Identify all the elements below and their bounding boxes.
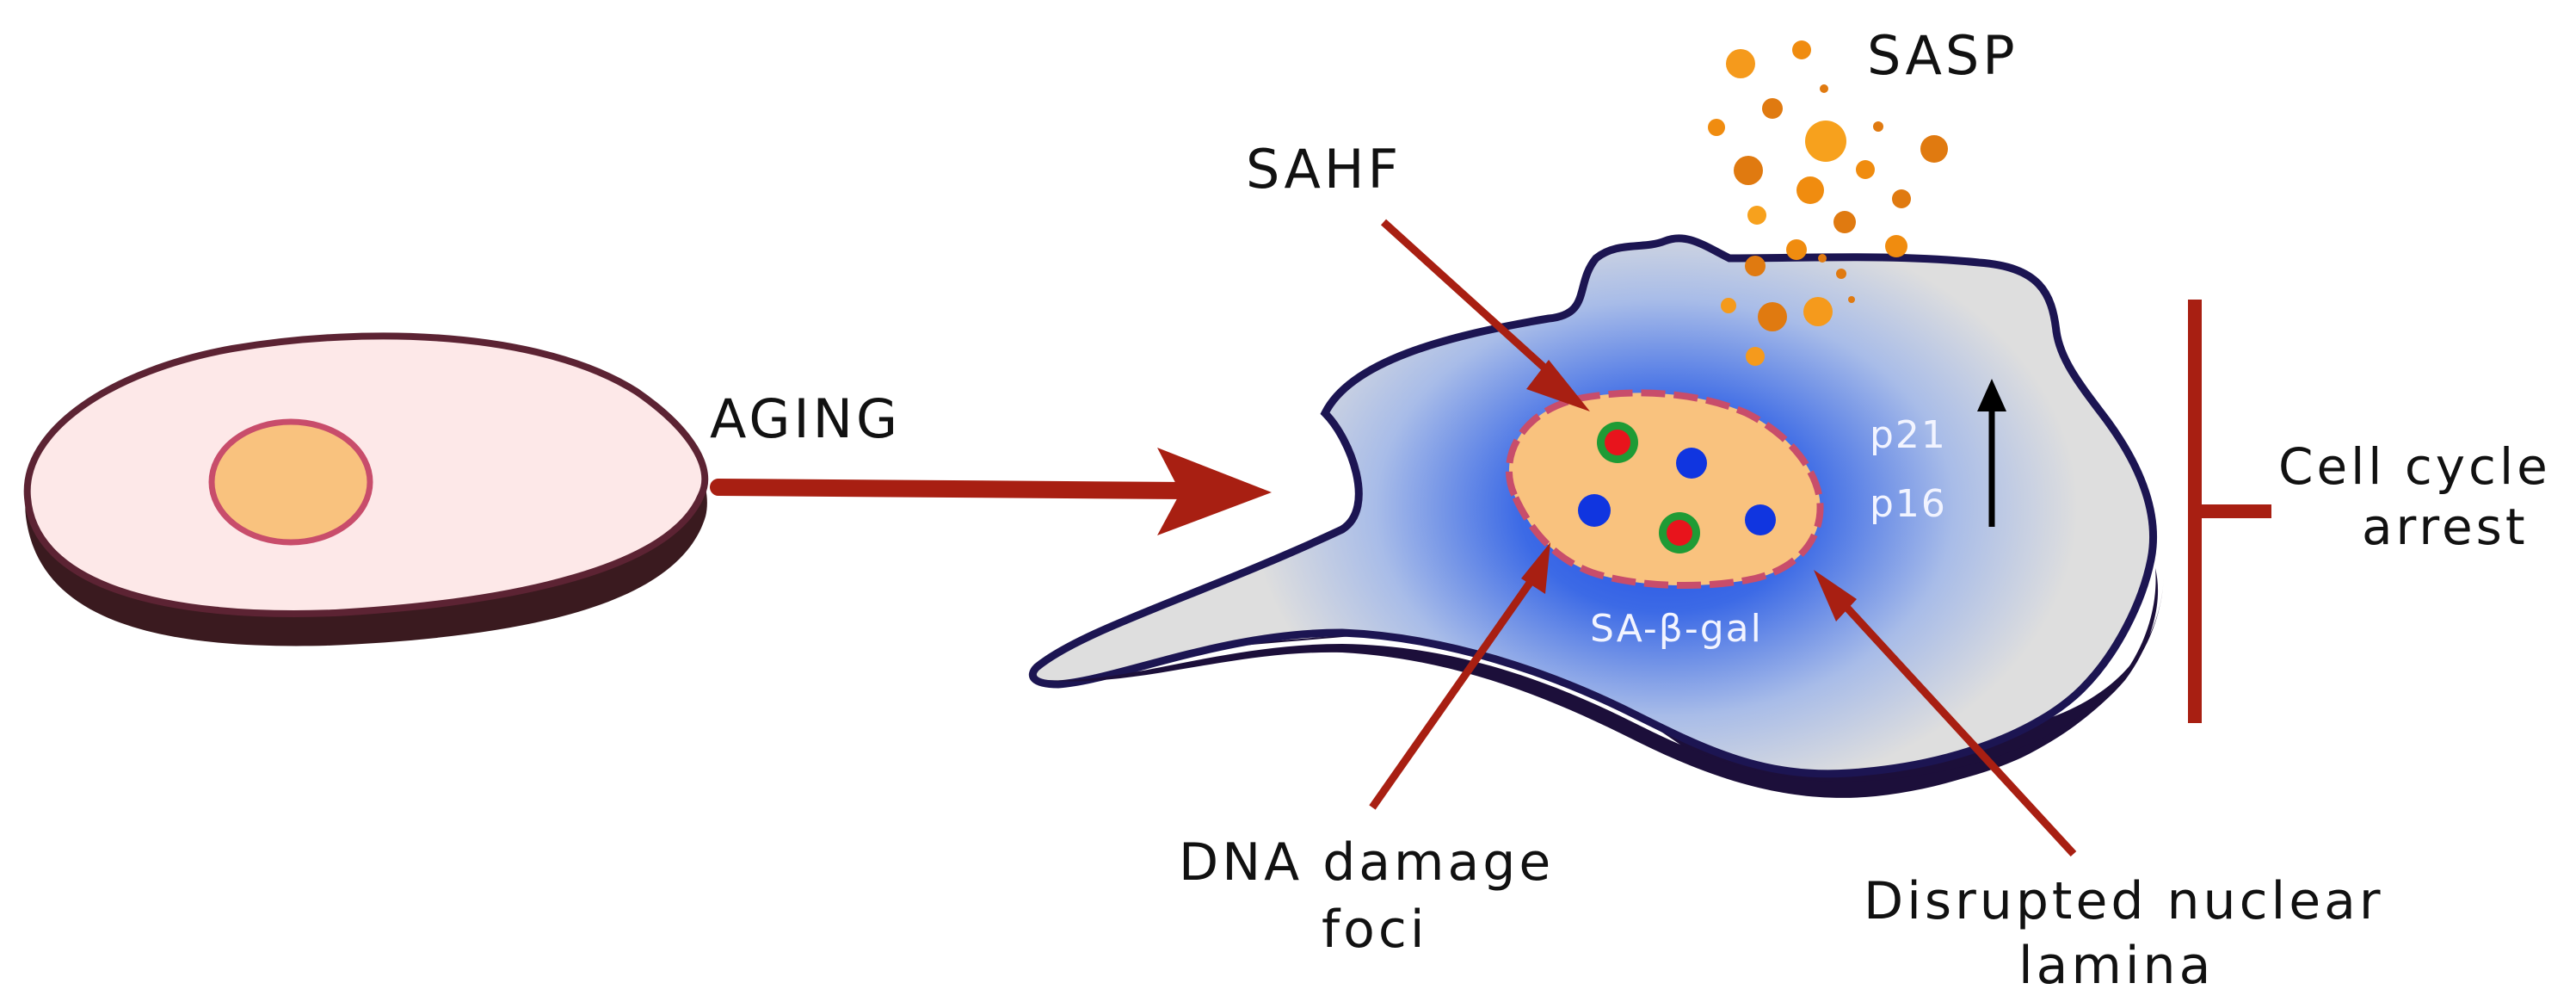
sahf-arrow: [1380, 219, 1590, 411]
p16-label: p16: [1870, 482, 1947, 526]
damage-focus: [1659, 512, 1700, 553]
lamina-label-line2: lamina: [2018, 936, 2214, 996]
sasp-label: SASP: [1867, 24, 2018, 87]
aging-label: AGING: [710, 387, 901, 450]
blue-focus: [1578, 494, 1611, 527]
aging-arrow: [710, 448, 1272, 535]
sasp-particles: [1708, 40, 1948, 366]
young-cell-nucleus: [208, 418, 373, 546]
blue-focus: [1745, 504, 1776, 535]
young-cell: [23, 332, 709, 646]
cell-cycle-arrest-line1: Cell cycle: [2278, 437, 2551, 496]
sa-beta-gal-label: SA-β-gal: [1590, 607, 1763, 651]
lamina-arrow: [1814, 570, 2077, 857]
dna-damage-arrow: [1369, 542, 1550, 810]
upregulation-arrow: [1977, 379, 2006, 527]
lamina-label-line1: Disrupted nuclear: [1864, 871, 2384, 931]
cell-cycle-arrest-line2: arrest: [2362, 498, 2529, 556]
senescent-nucleus: [1505, 389, 1824, 590]
damage-focus: [1597, 422, 1638, 463]
p21-label: p21: [1870, 413, 1947, 457]
dna-damage-label-line2: foci: [1322, 900, 1428, 960]
sahf-label: SAHF: [1246, 138, 1402, 201]
nucleus-body: [1505, 389, 1824, 590]
dna-damage-label-line1: DNA damage: [1179, 832, 1554, 893]
cell-cycle-arrest-inhibitor: [2188, 300, 2271, 723]
blue-focus: [1676, 448, 1707, 479]
